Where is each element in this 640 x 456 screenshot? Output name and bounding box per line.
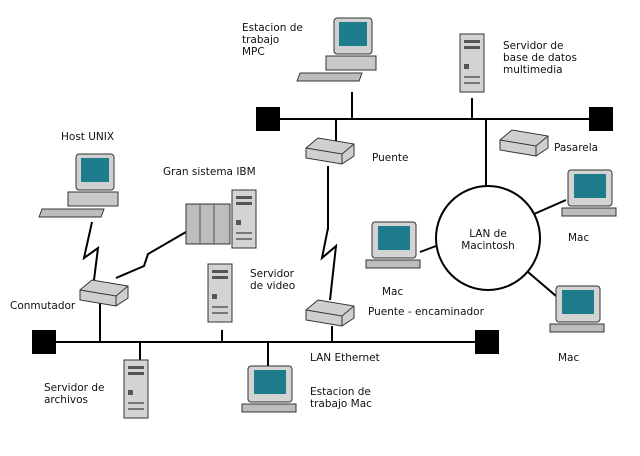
label-mac-right-bottom: Mac bbox=[558, 352, 580, 364]
label-gateway: Pasarela bbox=[554, 142, 599, 154]
mac-right-top-icon bbox=[561, 169, 617, 217]
label-file-server: Servidor de archivos bbox=[44, 382, 105, 406]
gateway-icon bbox=[499, 129, 549, 157]
switch-icon bbox=[79, 279, 129, 307]
label-lan-macintosh: LAN de Macintosh bbox=[461, 228, 515, 252]
file-server-icon bbox=[123, 359, 149, 419]
label-unix-host: Host UNIX bbox=[61, 131, 115, 143]
multimedia-db-server-icon bbox=[459, 33, 485, 93]
label-multimedia-db-server: Servidor de base de datos multimedia bbox=[503, 40, 577, 76]
macintosh-lan-ring bbox=[435, 185, 541, 291]
label-switch: Conmutador bbox=[10, 300, 76, 312]
label-mac-workstation: Estacion de trabajo Mac bbox=[310, 386, 372, 410]
bridge-icon bbox=[305, 137, 355, 165]
upper-left-terminator-icon bbox=[256, 107, 280, 131]
unix-host-workstation-icon bbox=[38, 153, 119, 218]
mpc-workstation-icon bbox=[296, 17, 377, 82]
mac-workstation-icon bbox=[241, 365, 297, 413]
mac-right-bottom-icon bbox=[549, 285, 605, 333]
lower-right-terminator-icon bbox=[475, 330, 499, 354]
label-bridge: Puente bbox=[372, 152, 409, 164]
label-mac-right-top: Mac bbox=[568, 232, 590, 244]
bridge-router-icon bbox=[305, 299, 355, 327]
label-mpc-workstation: Estacion de trabajo MPC bbox=[242, 22, 303, 58]
label-mac-center: Mac bbox=[382, 286, 404, 298]
label-video-server: Servidor de video bbox=[250, 268, 296, 292]
lower-left-terminator-icon bbox=[32, 330, 56, 354]
label-bridge-router: Puente - encaminador bbox=[368, 306, 484, 318]
mac-center-icon bbox=[365, 221, 421, 269]
video-server-icon bbox=[207, 263, 233, 323]
label-ibm-mainframe: Gran sistema IBM bbox=[163, 166, 256, 178]
upper-right-terminator-icon bbox=[589, 107, 613, 131]
ibm-mainframe-icon bbox=[185, 189, 257, 249]
label-lan-ethernet: LAN Ethernet bbox=[310, 352, 380, 364]
